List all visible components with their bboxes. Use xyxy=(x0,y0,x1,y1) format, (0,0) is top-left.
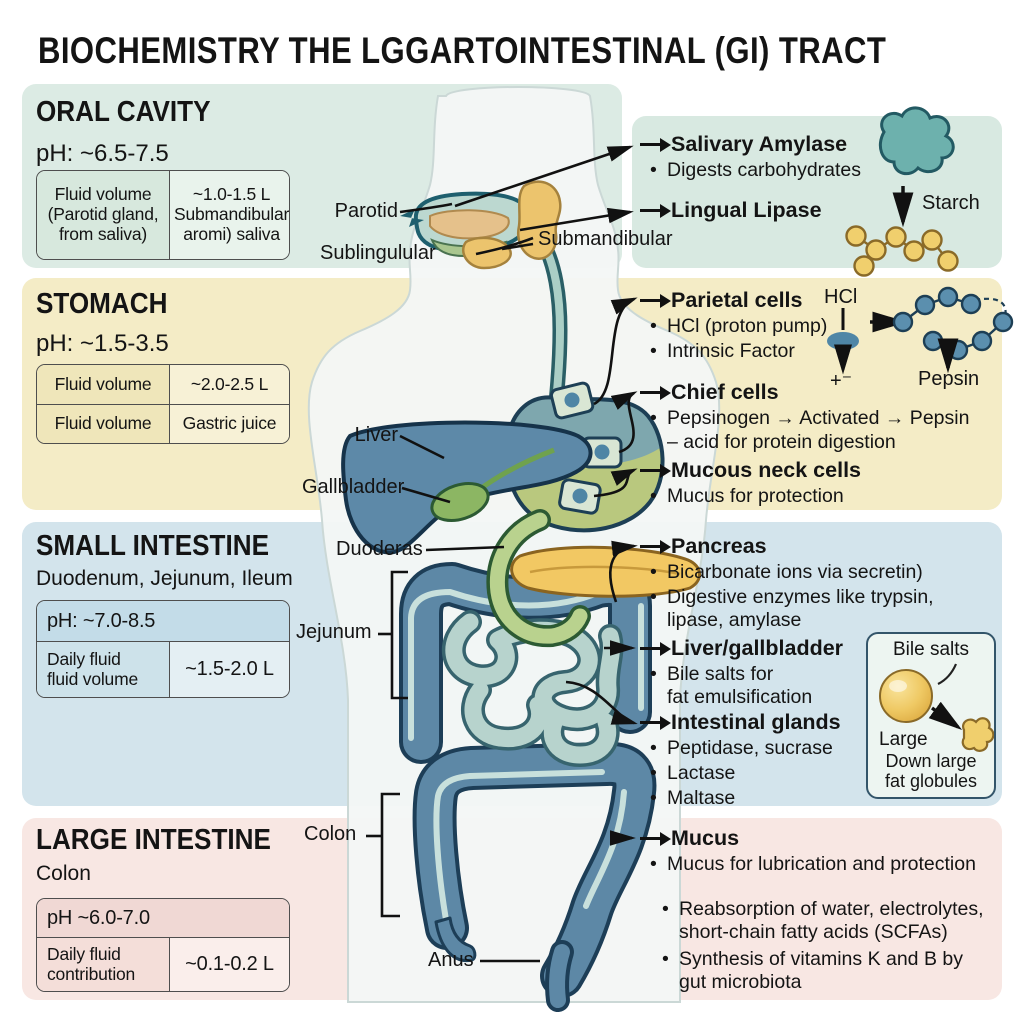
fat-globule-broken xyxy=(961,717,994,752)
arrow-icon xyxy=(640,641,671,656)
intestinal-glands-title: Intestinal glands xyxy=(671,710,841,734)
oral-cavity-ph: pH: ~6.5-7.5 xyxy=(36,140,169,167)
lingual-lipase-title: Lingual Lipase xyxy=(671,198,822,222)
annotation-large-intestine-functions: Reabsorption of water, electrolytes, sho… xyxy=(652,896,1024,994)
small-table-value: ~1.5-2.0 L xyxy=(169,641,289,697)
label-gallbladder: Gallbladder xyxy=(302,476,405,498)
plus-minus-label: +⁻ xyxy=(830,370,853,392)
label-jejunum: Jejunum xyxy=(296,621,372,643)
oral-fluid-table: Fluid volume (Parotid gland, from saliva… xyxy=(36,170,290,260)
liver-gallbladder-title: Liver/gallbladder xyxy=(671,636,844,660)
oral-cavity-heading: ORAL CAVITY xyxy=(36,96,211,128)
label-sublingual: Sublingulular xyxy=(320,242,436,264)
stomach-table-r1-value: ~2.0-2.5 L xyxy=(169,365,289,404)
large-intestine-subtitle: Colon xyxy=(36,862,91,885)
oral-table-cell-label: Fluid volume (Parotid gland, from saliva… xyxy=(37,171,169,259)
stomach-table-r2-label: Fluid volume xyxy=(37,404,169,443)
chief-subline-acid: – acid for protein digestion xyxy=(667,431,896,453)
chief-cells-title: Chief cells xyxy=(671,380,779,404)
annotation-mucus: Mucus Mucus for lubrication and protecti… xyxy=(640,826,1012,876)
pancreas-bullet-bicarbonate: Bicarbonate ions via secretin) xyxy=(640,561,1012,584)
label-colon: Colon xyxy=(304,823,357,845)
arrow-icon xyxy=(640,539,671,554)
label-anus: Anus xyxy=(428,949,474,971)
glands-bullet-maltase: Maltase xyxy=(640,787,860,810)
bile-salts-box: Bile salts Large Down large fat globules xyxy=(866,632,996,799)
annotation-intestinal-glands: Intestinal glands Peptidase, sucrase Lac… xyxy=(640,710,860,810)
pancreas-title: Pancreas xyxy=(671,534,767,558)
bile-salts-diagram xyxy=(879,663,994,752)
annotation-pancreas: Pancreas Bicarbonate ions via secretin) … xyxy=(640,534,1012,632)
mucous-cells-title: Mucous neck cells xyxy=(671,458,861,482)
pepsin-label: Pepsin xyxy=(918,368,980,390)
small-table-label: Daily fluid fluid volume xyxy=(37,641,169,697)
fat-globule-large xyxy=(879,669,933,723)
hcl-label: HCl xyxy=(824,286,858,308)
parietal-cells-title: Parietal cells xyxy=(671,288,803,312)
arrow-icon xyxy=(640,385,671,400)
vitamin-synthesis-bullet: Synthesis of vitamins K and B by gut mic… xyxy=(652,948,1024,994)
stomach-table-r2-value: Gastric juice xyxy=(169,404,289,443)
glands-bullet-lactase: Lactase xyxy=(640,762,860,785)
arrow-icon xyxy=(640,293,671,308)
arrow-icon xyxy=(640,463,671,478)
stomach-fluid-table: Fluid volume ~2.0-2.5 L Fluid volume Gas… xyxy=(36,364,290,444)
mucous-bullet: Mucus for protection xyxy=(640,485,1012,508)
small-intestine-subtitle: Duodenum, Jejunum, Ileum xyxy=(36,567,293,590)
annotation-liver-gallbladder: Liver/gallbladder Bile salts for fat emu… xyxy=(640,636,860,709)
page-title: BIOCHEMISTRY THE LGGARTOINTESTINAL (GI) … xyxy=(38,30,887,71)
small-intestine-ph: pH: ~7.0-8.5 xyxy=(37,601,289,641)
mucus-title: Mucus xyxy=(671,826,740,850)
liver-gb-bullet: Bile salts for fat emulsification xyxy=(640,663,860,709)
label-submandibular: Submandibular xyxy=(538,228,673,250)
salivary-amylase-bullet: Digests carbohydrates xyxy=(640,159,1012,182)
label-duodenum: Duoderas xyxy=(336,538,423,560)
pancreas-bullet-enzymes: Digestive enzymes like trypsin, lipase, … xyxy=(640,586,1012,632)
bile-caption: Down large fat globules xyxy=(884,750,978,791)
arrow-icon xyxy=(640,831,671,846)
oral-table-cell-value: ~1.0-1.5 L Submandibular aromi) saliva xyxy=(169,171,289,259)
large-intestine-ph: pH ~6.0-7.0 xyxy=(37,899,289,937)
large-intestine-heading: LARGE INTESTINE xyxy=(36,824,271,856)
mucus-bullet: Mucus for lubrication and protection xyxy=(640,853,1012,876)
label-parotid: Parotid xyxy=(334,200,398,222)
glands-bullet-peptidase: Peptidase, sucrase xyxy=(640,737,860,760)
label-liver: Liver xyxy=(354,424,398,446)
stomach-table-r1-label: Fluid volume xyxy=(37,365,169,404)
stomach-ph: pH: ~1.5-3.5 xyxy=(36,330,169,357)
large-table-value: ~0.1-0.2 L xyxy=(169,937,289,991)
bile-large-label: Large xyxy=(879,729,928,750)
small-intestine-table: pH: ~7.0-8.5 Daily fluid fluid volume ~1… xyxy=(36,600,290,698)
parietal-bullet-if: Intrinsic Factor xyxy=(640,340,857,363)
large-intestine-table: pH ~6.0-7.0 Daily fluid contribution ~0.… xyxy=(36,898,290,992)
small-intestine-heading: SMALL INTESTINE xyxy=(36,530,269,562)
annotation-salivary-amylase: Salivary Amylase Digests carbohydrates xyxy=(640,132,1012,182)
stomach-heading: STOMACH xyxy=(36,288,168,320)
arrow-icon xyxy=(640,715,671,730)
arrow-icon xyxy=(640,203,671,218)
parietal-bullet-hcl: HCl (proton pump) xyxy=(640,315,857,338)
annotation-chief-cells: Chief cells Pepsinogen → Activated → Pep… xyxy=(640,380,1012,454)
large-table-label: Daily fluid contribution xyxy=(37,937,169,991)
chief-bullet-pepsinogen: Pepsinogen → Activated → Pepsin xyxy=(640,407,1012,430)
bile-salts-title: Bile salts xyxy=(892,639,970,660)
arrow-icon xyxy=(640,137,671,152)
annotation-mucous-neck-cells: Mucous neck cells Mucus for protection xyxy=(640,458,1012,508)
reabsorption-bullet: Reabsorption of water, electrolytes, sho… xyxy=(652,898,1024,944)
starch-label: Starch xyxy=(922,192,980,214)
salivary-amylase-title: Salivary Amylase xyxy=(671,132,848,156)
